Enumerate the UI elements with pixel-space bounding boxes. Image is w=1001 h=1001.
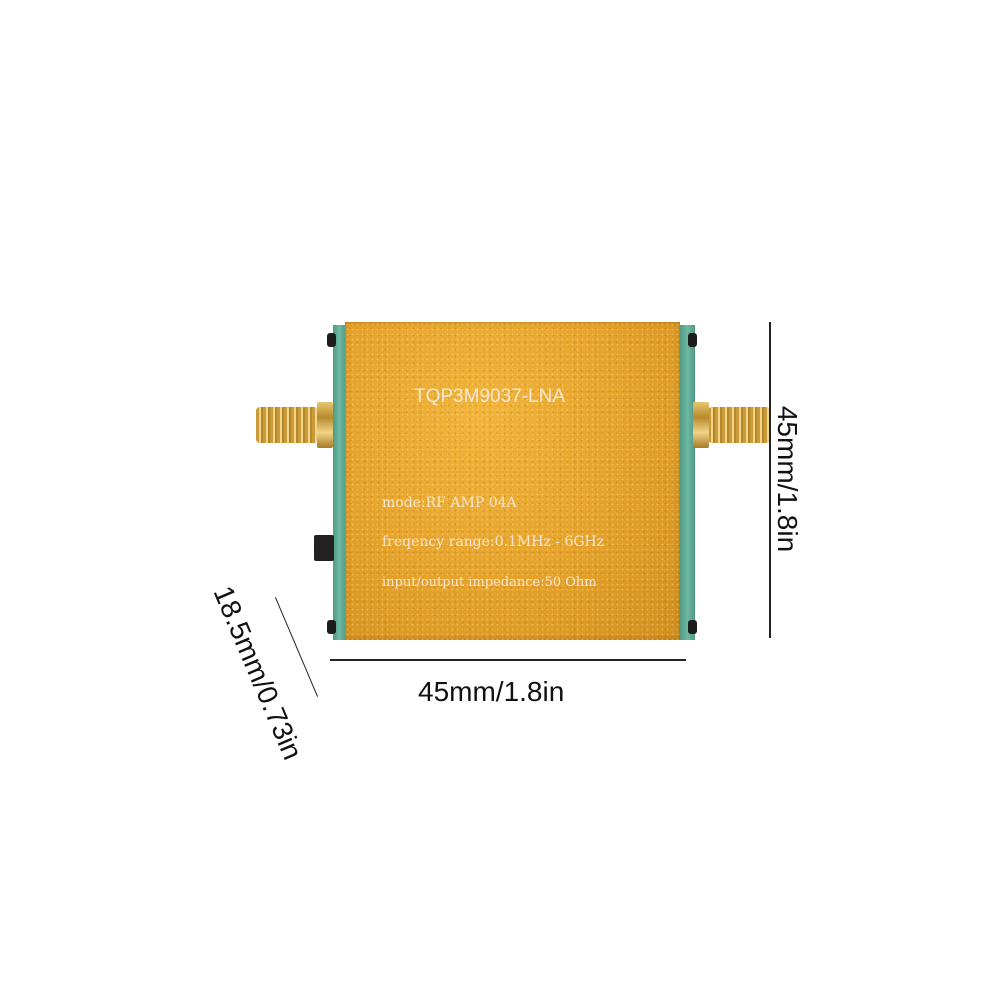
screw-icon <box>688 620 697 634</box>
pcb-edge-right <box>680 325 695 640</box>
height-dimension-label: 45mm/1.8in <box>772 405 804 553</box>
mode-label: mode:RF AMP 04A <box>382 495 517 511</box>
sma-nut-right <box>693 402 709 448</box>
sma-connector-left <box>256 407 318 443</box>
frequency-label: freqency range:0.1MHz - 6GHz <box>382 534 605 550</box>
impedance-label: input/output impedance:50 Ohm <box>382 575 597 590</box>
screw-icon <box>327 333 336 347</box>
aluminum-enclosure <box>345 322 680 640</box>
screw-icon <box>688 333 697 347</box>
screw-icon <box>327 620 336 634</box>
sma-nut-left <box>317 402 333 448</box>
depth-dimension-line <box>274 597 319 697</box>
width-dimension-line <box>330 659 686 661</box>
pcb-edge-left <box>333 325 346 640</box>
depth-dimension-label: 18.5mm/0.73in <box>207 581 309 765</box>
height-dimension-line <box>769 322 771 638</box>
power-switch <box>314 535 334 561</box>
sma-connector-right <box>708 407 770 443</box>
width-dimension-label: 45mm/1.8in <box>418 676 565 707</box>
model-label: TQP3M9037-LNA <box>414 386 566 407</box>
